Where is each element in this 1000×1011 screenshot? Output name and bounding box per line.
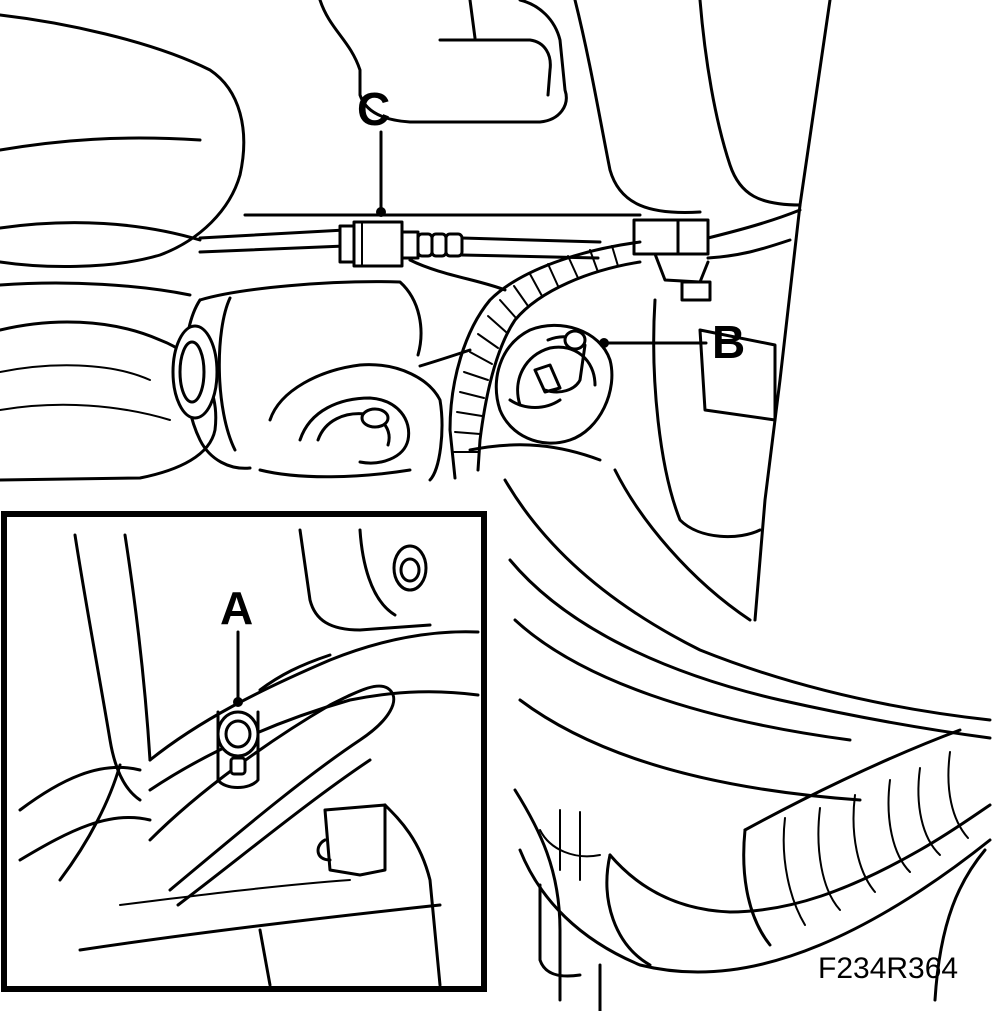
callout-b-dot <box>599 338 609 348</box>
callout-a: A <box>220 582 253 707</box>
callout-a-dot <box>233 697 243 707</box>
fuel-line <box>198 213 642 368</box>
callout-c: C <box>357 83 390 217</box>
line-clip <box>632 208 802 302</box>
lower-right-view <box>503 478 992 1011</box>
inset-detail: A <box>1 511 487 992</box>
main-view <box>0 0 832 622</box>
wiring-harness <box>448 240 642 480</box>
figure-code: F234R364 <box>818 952 958 985</box>
callout-c-dot <box>376 207 386 217</box>
left-hose <box>0 13 246 482</box>
connector-c <box>338 220 464 268</box>
callout-b-label: B <box>712 316 745 368</box>
grommet-b <box>494 323 614 445</box>
callout-b: B <box>599 316 745 368</box>
inset-drawing <box>18 528 480 987</box>
callout-a-label: A <box>220 582 253 634</box>
upper-body-panel <box>318 0 832 622</box>
callout-c-label: C <box>357 83 390 135</box>
pump-housing <box>171 280 423 479</box>
right-bracket <box>613 298 777 622</box>
mounting-boss <box>268 363 602 482</box>
lower-harness-sleeve <box>518 728 992 974</box>
